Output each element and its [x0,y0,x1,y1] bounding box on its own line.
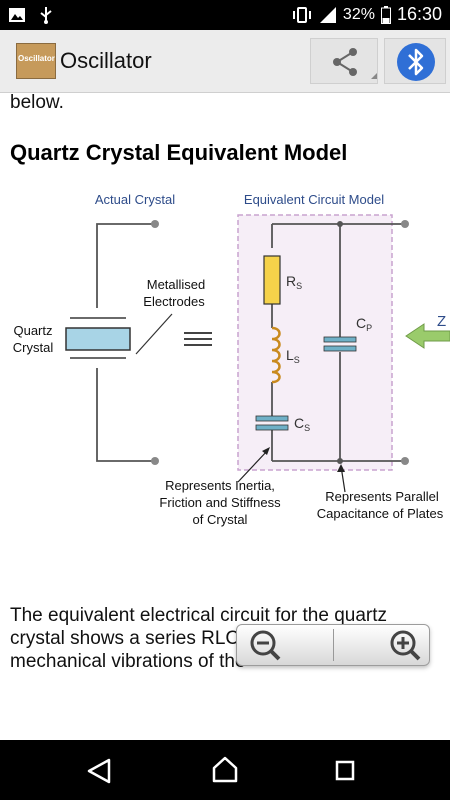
label-z: Z [437,313,446,330]
capacitor-cs-plate-top [255,415,289,422]
home-icon [212,756,238,783]
image-icon [9,8,25,22]
back-button[interactable] [58,740,138,800]
inductor-ls [271,326,281,384]
label-cp: CP [356,315,372,333]
app-title: Oscillator [60,48,152,73]
clock: 16:30 [396,4,442,24]
recents-button[interactable] [305,740,385,800]
note-parallel-line2: Capacitance of Plates [317,506,444,521]
label-quartz: Quartz [13,323,52,338]
note-inertia-line3: of Crystal [193,512,248,527]
label-equivalent-circuit: Equivalent Circuit Model [244,192,384,207]
equivalence-sign [184,332,212,346]
bluetooth-icon [397,43,435,81]
terminal-equiv-top [401,220,409,228]
battery-percent: 32% [342,5,375,23]
zoom-out-icon [250,630,281,661]
capacitor-cp-plate-top [323,336,357,343]
capacitor-cs-plate-bottom [255,424,289,431]
inertia-pointer [237,449,269,483]
crystal-block [65,327,131,351]
electrode-pointer [135,313,173,355]
battery-icon [380,5,391,24]
app-logo-text: Oscillator [18,54,55,63]
signal-icon [319,6,336,23]
navigation-bar [0,740,450,800]
bluetooth-button[interactable] [384,38,446,84]
z-arrow [405,323,450,349]
label-crystal: Crystal [13,340,54,355]
zoom-out-button[interactable] [237,625,333,665]
label-metallised: Metallised [147,277,206,292]
note-inertia-line2: Friction and Stiffness [159,495,281,510]
status-bar: 32% 16:30 [0,0,450,30]
intro-text: below. [10,92,64,113]
zoom-in-icon [390,630,421,661]
article-content: below. Quartz Crystal Equivalent Model A… [0,92,450,740]
label-cs: CS [294,415,310,433]
recents-icon [335,760,355,781]
note-inertia-line1: Represents Inertia, [165,478,275,493]
zoom-controls [236,624,430,666]
equivalent-dashed-box [237,214,393,471]
zoom-divider [333,629,334,661]
terminal-actual-bottom [151,457,159,465]
label-electrodes: Electrodes [143,294,205,309]
share-button[interactable] [310,38,378,84]
inertia-pointer-head [262,447,270,455]
node-top [337,221,343,227]
terminal-actual-top [151,220,159,228]
app-logo: Oscillator [16,43,56,79]
share-icon [333,48,377,79]
node-bottom [337,458,343,464]
back-icon [87,758,111,784]
label-rs: RS [286,273,302,291]
resistor-rs [263,255,281,305]
usb-icon [40,7,52,24]
label-ls: LS [286,347,300,365]
quartz-crystal-diagram: Actual Crystal Equivalent Circuit Model … [13,192,450,527]
actual-crystal-wiring [70,223,155,462]
section-title: Quartz Crystal Equivalent Model [10,140,348,165]
zoom-in-button[interactable] [333,625,429,665]
parallel-pointer-head [337,464,345,472]
note-parallel-line1: Represents Parallel [325,489,439,504]
home-button[interactable] [185,740,265,800]
vibrate-icon [292,6,311,23]
label-actual-crystal: Actual Crystal [95,192,175,207]
terminal-equiv-bottom [401,457,409,465]
capacitor-cp-plate-bottom [323,345,357,352]
